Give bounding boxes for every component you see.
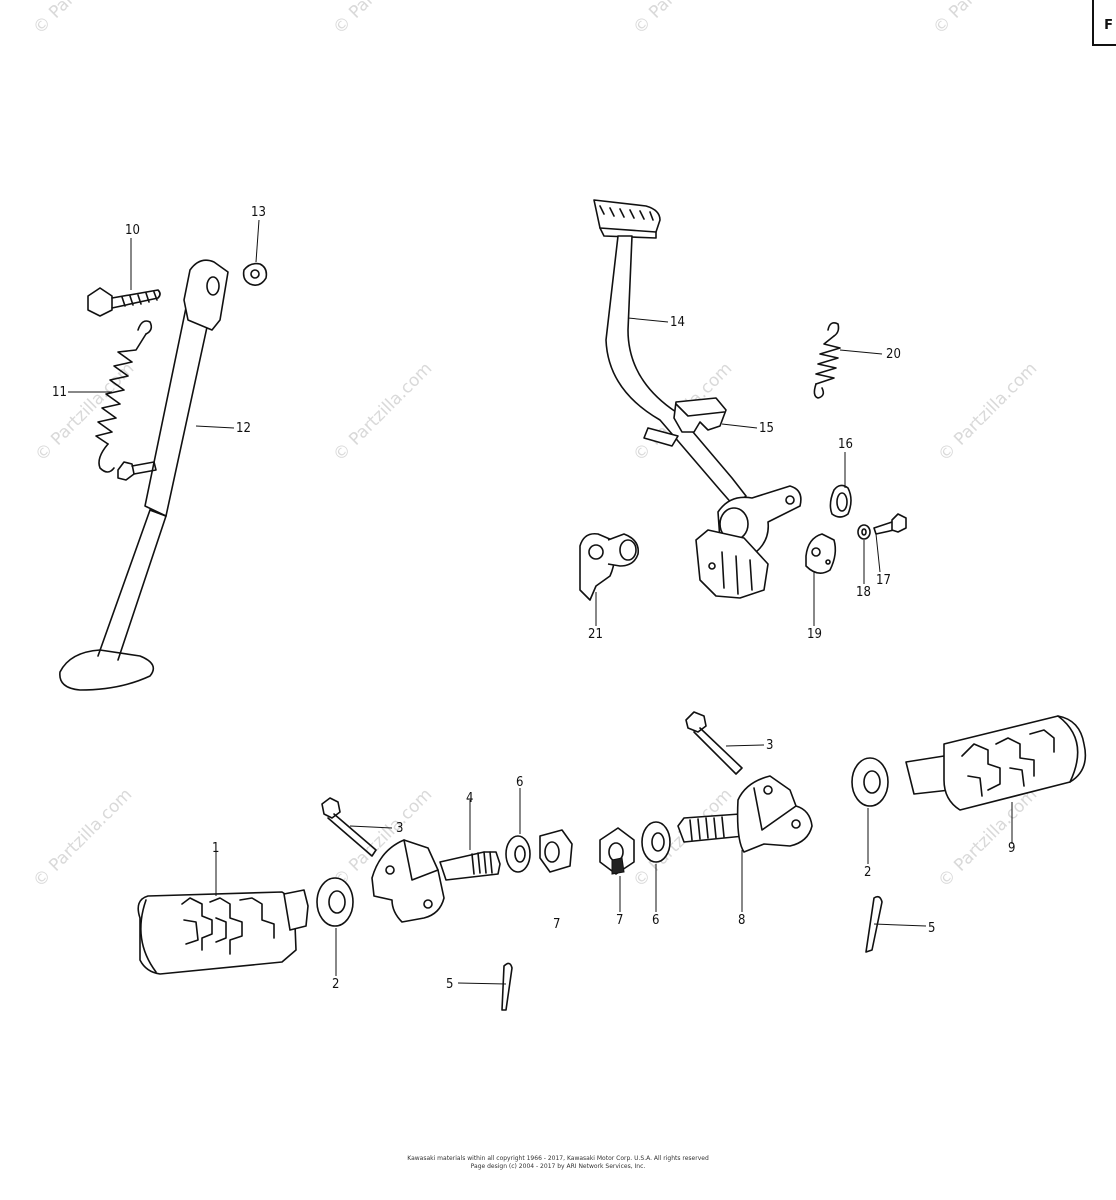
page-marker: F [1104,18,1113,33]
callout-label: 16 [838,437,853,452]
callout-label: 1 [212,841,219,856]
side-stand-pin [117,461,157,481]
callout-label: 21 [588,627,603,642]
callout-label: 7 [553,917,560,932]
design-credit-footer: Page design (c) 2004 - 2017 by ARI Netwo… [470,1163,646,1170]
footpeg-washer-right [851,757,889,807]
brake-plate [805,533,837,574]
callout-leaders [68,219,1013,985]
side-stand-spring [95,320,153,473]
callout-label: 2 [864,865,871,880]
callout-label: 17 [876,573,891,588]
lock-washer-left [505,835,531,873]
footpeg-washer-left [316,877,354,927]
callout-label: 14 [670,315,685,330]
footpeg-shaft-left [439,851,501,881]
watermark-text: © Partzilla.com [329,359,436,466]
side-stand-nut [242,262,268,286]
callout-label: 15 [759,421,774,436]
callout-label: 20 [886,347,901,362]
pivot-bushing [579,532,640,601]
clevis-pin-left [321,797,377,857]
brake-pedal-pad [673,397,727,433]
callout-label: 3 [396,821,403,836]
watermark-text: © Partzilla.com [29,0,136,39]
callout-label: 13 [251,205,266,220]
circlip [829,484,852,518]
callout-label: 9 [1008,841,1015,856]
footpeg-bracket-right [736,775,813,853]
callout-label: 2 [332,977,339,992]
side-stand-bolt [87,287,161,317]
callout-label: 5 [928,921,935,936]
callout-label: 6 [652,913,659,928]
callout-label: 4 [466,791,473,806]
watermark-text: © Partzilla.com [934,359,1041,466]
brake-bolt [873,513,907,535]
nut-left [539,829,573,873]
brake-washer [857,524,871,540]
watermark-text: © Partzilla.com [29,785,136,892]
callout-label: 18 [856,585,871,600]
watermark-text: © Partzilla.com [329,0,436,39]
callout-label: 7 [616,913,623,928]
lock-washer-right [641,821,671,863]
watermark-text: © Partzilla.com [929,0,1036,39]
footpeg-right [905,715,1087,811]
brake-pedal [593,199,802,599]
callout-label: 19 [807,627,822,642]
copyright-footer: Kawasaki materials within all copyright … [407,1155,709,1162]
nut-right [599,827,635,875]
callout-label: 11 [52,385,67,400]
callout-label: 10 [125,223,140,238]
callout-label: 5 [446,977,453,992]
side-stand [59,259,229,691]
footpeg-bracket-left [371,839,445,923]
callout-label: 12 [236,421,251,436]
cotter-pin-right [865,895,883,953]
watermark-text: © Partzilla.com [31,359,138,466]
page-corner-tab [1092,0,1116,46]
callout-label: 3 [766,738,773,753]
cotter-pin-left [501,962,513,1011]
callout-label: 8 [738,913,745,928]
callout-label: 6 [516,775,523,790]
return-spring [813,322,841,399]
clevis-pin-right [685,711,743,775]
callout-labels: 10 13 11 12 14 20 15 16 17 18 19 21 3 1 … [52,205,1015,992]
footpeg-left [137,889,309,975]
watermark-text: © Partzilla.com [629,0,736,39]
footpeg-shaft-right [677,813,745,843]
